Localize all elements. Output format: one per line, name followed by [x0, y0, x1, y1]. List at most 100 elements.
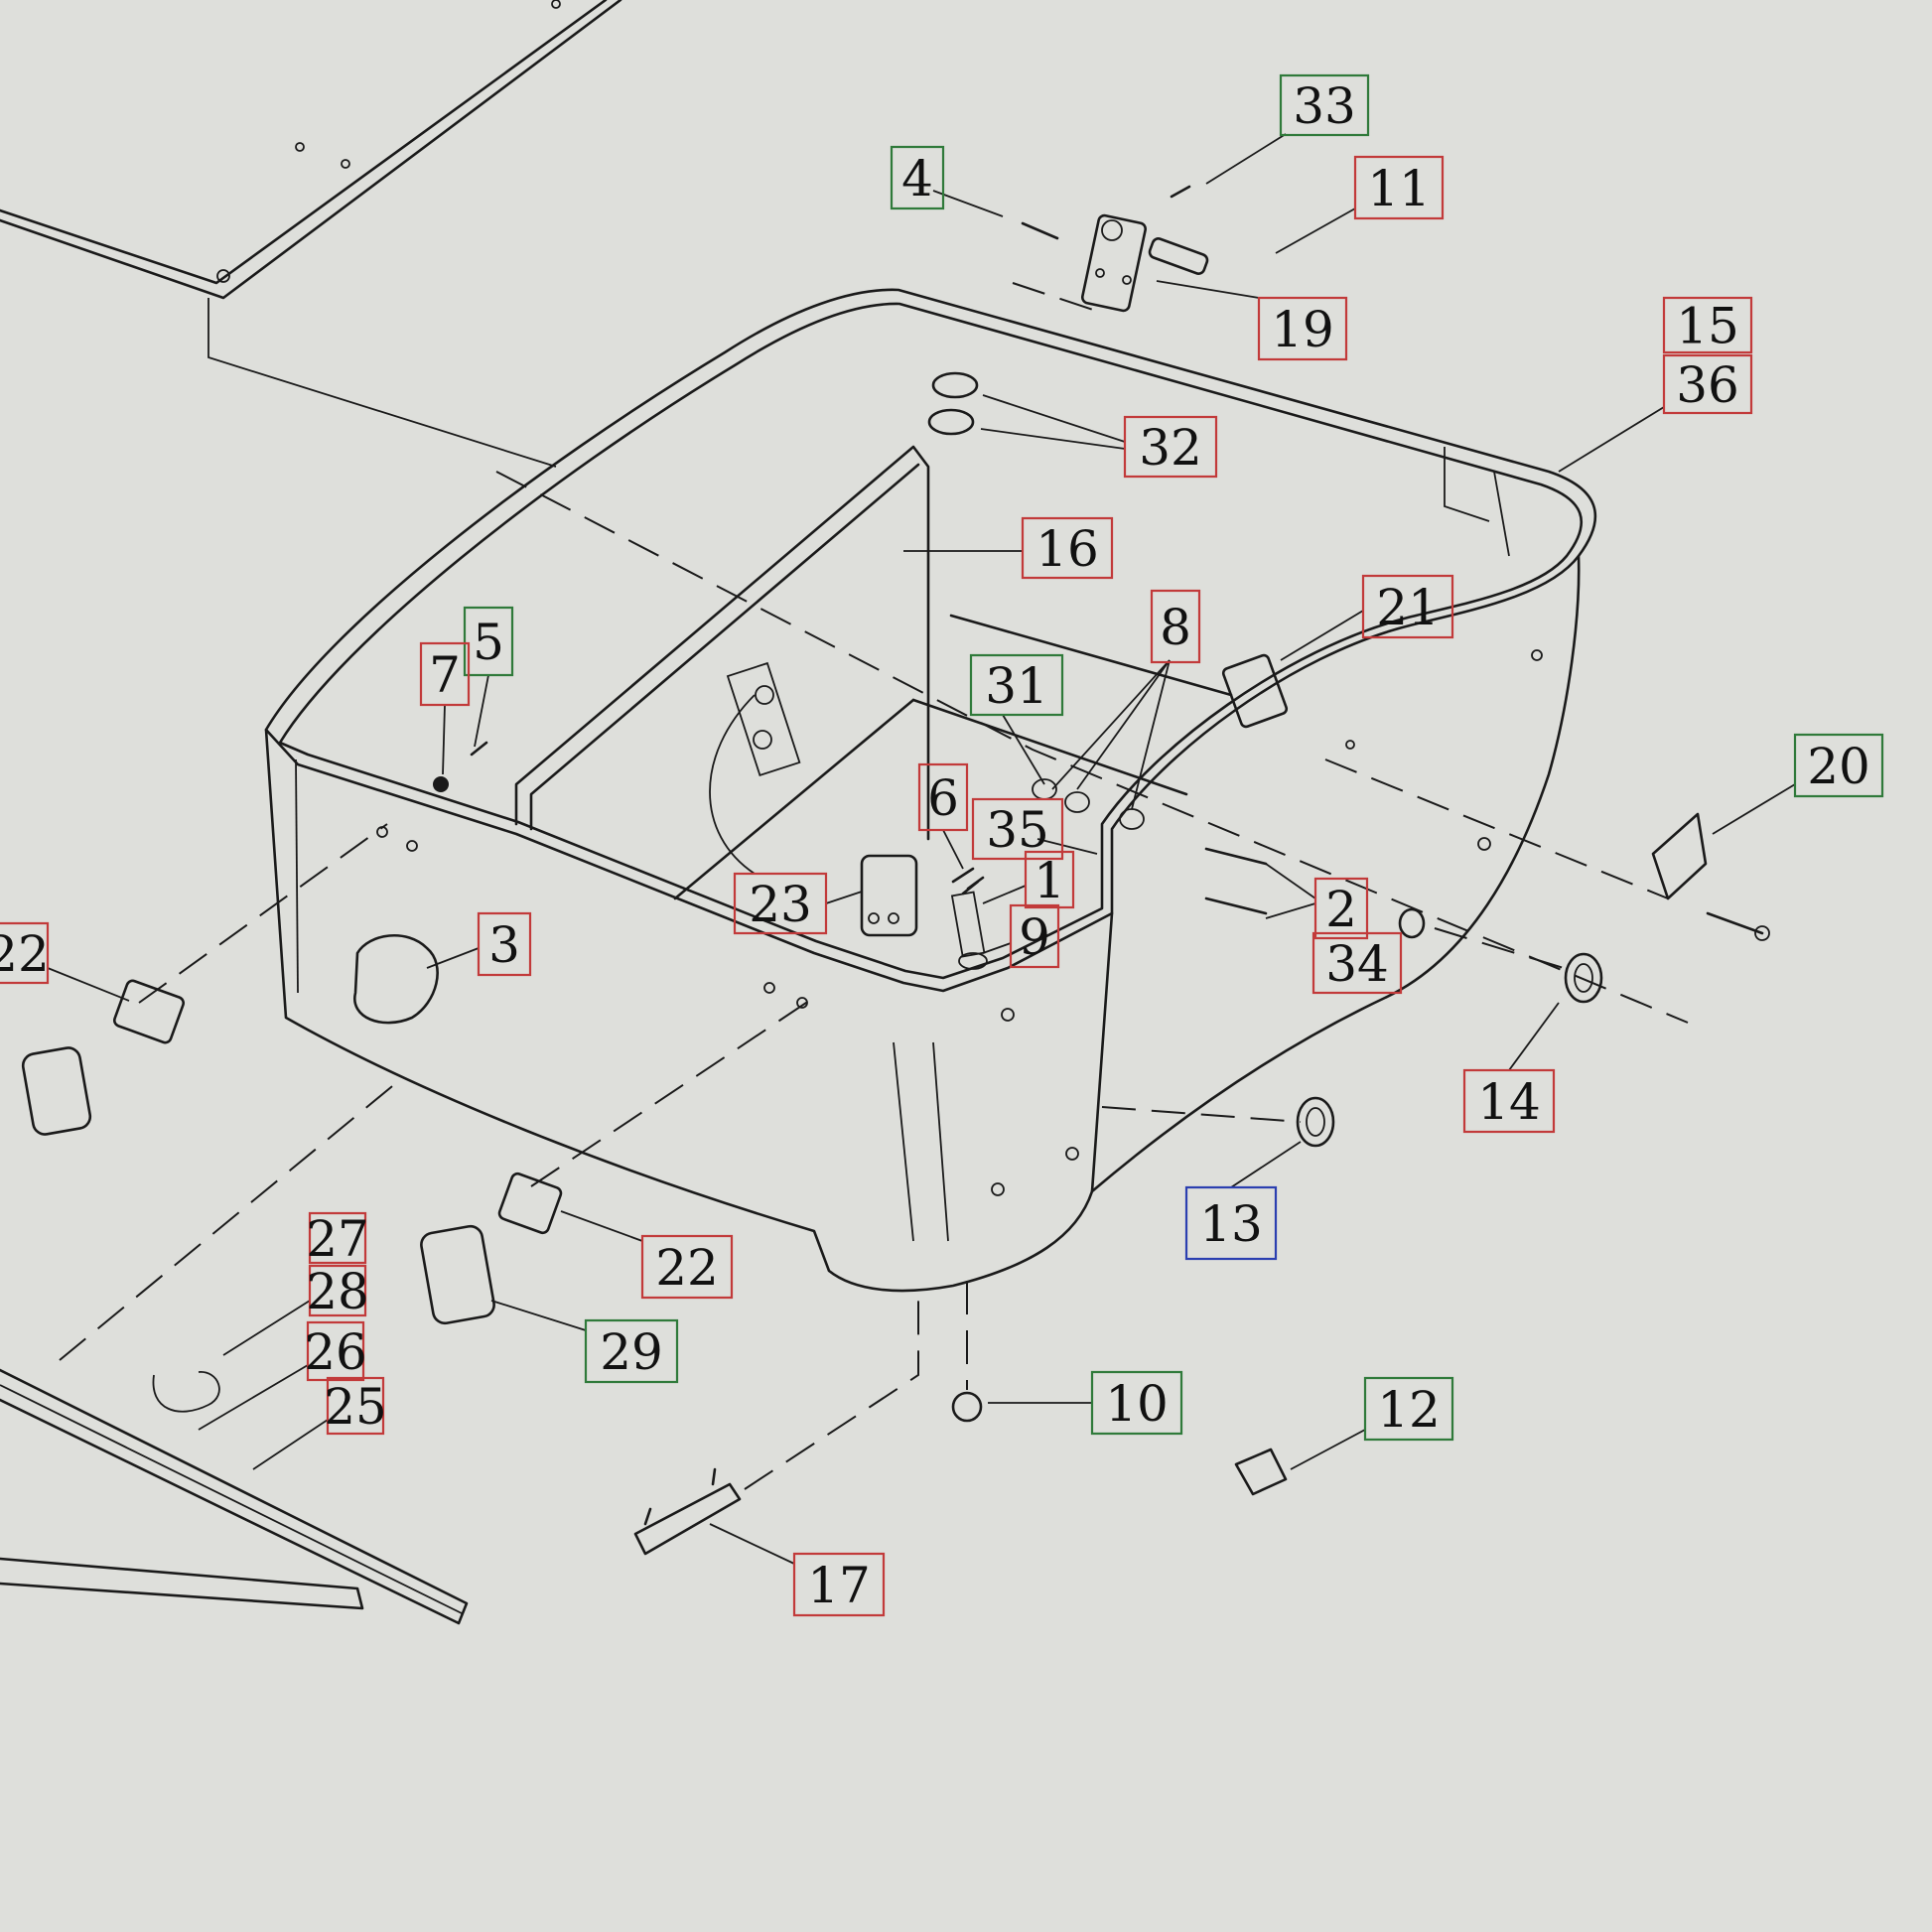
callout-number: 2 [1325, 881, 1357, 938]
callout-number: 33 [1293, 77, 1356, 135]
callout-13: 13 [1184, 1141, 1302, 1261]
callout-36: 36 [1558, 353, 1753, 473]
callout-2: 2 [1265, 863, 1369, 940]
callout-15: 15 [1662, 296, 1753, 355]
callout-19: 19 [1156, 280, 1348, 361]
callout-28: 28 [222, 1263, 369, 1356]
callout-lead-line [560, 1210, 643, 1242]
callout-14: 14 [1462, 1002, 1560, 1134]
callout-6: 6 [917, 762, 969, 870]
callout-lead-line [1076, 659, 1171, 790]
callout-number: 35 [986, 801, 1049, 859]
callout-box [1361, 574, 1454, 639]
callout-8: 8 [1051, 589, 1201, 810]
callout-box [1021, 516, 1114, 580]
washers [927, 371, 1145, 830]
callout-number: 7 [429, 646, 461, 704]
callout-9: 9 [982, 903, 1060, 969]
callout-lead-line [426, 947, 480, 969]
light-bar [0, 1368, 469, 1625]
assembly-lines [59, 282, 1689, 1490]
callout-lead-line [1156, 280, 1260, 299]
callout-number: 27 [306, 1210, 369, 1268]
callout-lead-line [1230, 1141, 1302, 1188]
callout-number: 32 [1139, 419, 1202, 477]
callout-1: 1 [982, 850, 1075, 909]
callout-lead-line [1265, 902, 1316, 919]
callout-box [1662, 353, 1753, 415]
callout-number: 15 [1676, 298, 1739, 355]
callout-10: 10 [988, 1370, 1183, 1436]
callout-box [1024, 850, 1075, 909]
callout-number: 21 [1376, 579, 1440, 636]
callout-number: 16 [1035, 520, 1099, 578]
callout-21: 21 [1280, 574, 1454, 661]
lid-panel [0, 0, 622, 468]
callout-lead-line [932, 190, 1004, 217]
callout-25: 25 [252, 1376, 387, 1470]
callout-3: 3 [426, 911, 532, 977]
callout-box [1311, 931, 1403, 995]
bottom-handle [633, 1467, 742, 1556]
callout-lead-line [1131, 659, 1171, 810]
callout-number: 10 [1105, 1375, 1169, 1433]
callout-number: 23 [749, 876, 812, 933]
callout-number: 1 [1034, 852, 1065, 909]
callout-box [1363, 1376, 1454, 1442]
callout-number: 28 [306, 1263, 369, 1320]
callout-box [1462, 1068, 1556, 1134]
callout-box [1150, 589, 1201, 664]
callout-box [971, 797, 1064, 861]
brackets-and-fasteners [433, 653, 1770, 970]
callout-number: 19 [1271, 301, 1334, 358]
callout-lead-line [1290, 1429, 1366, 1470]
callout-number: 9 [1019, 908, 1050, 966]
callout-box [1353, 155, 1445, 220]
callout-lead-line [198, 1364, 309, 1431]
callout-33: 33 [1205, 73, 1370, 185]
callout-lead-line [1002, 714, 1045, 785]
callout-box [1662, 296, 1753, 354]
callout-lead-line [474, 674, 489, 748]
callout-34: 34 [1311, 931, 1403, 995]
callout-box [1009, 903, 1060, 969]
callout-5: 5 [463, 606, 514, 748]
callout-11: 11 [1275, 155, 1445, 254]
callout-lead-line [490, 1300, 587, 1331]
callout-lead-line [1265, 863, 1316, 899]
callout-box [419, 641, 471, 707]
callout-31: 31 [969, 653, 1064, 785]
callout-lead-line [709, 1523, 795, 1565]
callout-lead-line [1558, 406, 1665, 473]
callout-number: 22 [655, 1239, 719, 1297]
callout-lead-line [1205, 133, 1287, 185]
callout-number: 14 [1477, 1073, 1541, 1131]
callout-box [969, 653, 1064, 717]
callout-box [733, 872, 828, 935]
callout-lead-line [252, 1419, 329, 1470]
callout-number: 6 [927, 769, 959, 827]
callout-lead-line [982, 885, 1027, 904]
callout-box [1184, 1185, 1278, 1261]
callout-box [1257, 296, 1348, 361]
callout-number: 29 [600, 1323, 663, 1381]
callout-box [1090, 1370, 1183, 1436]
callout-32: 32 [980, 394, 1218, 479]
callout-number: 34 [1325, 935, 1389, 993]
callout-number: 22 [0, 925, 50, 983]
callout-lead-line [980, 428, 1126, 450]
callout-box [1313, 877, 1369, 940]
callout-lead-line [982, 942, 1012, 954]
callout-box [306, 1320, 365, 1382]
callout-22: 22 [0, 921, 130, 1002]
callout-23: 23 [733, 872, 863, 935]
callout-22: 22 [560, 1210, 734, 1300]
callout-box [890, 145, 945, 210]
callout-box [326, 1376, 385, 1436]
callout-number: 13 [1199, 1195, 1263, 1253]
callout-16: 16 [903, 516, 1114, 580]
callout-box [1123, 415, 1218, 479]
caps-and-plugs [353, 907, 1603, 1496]
